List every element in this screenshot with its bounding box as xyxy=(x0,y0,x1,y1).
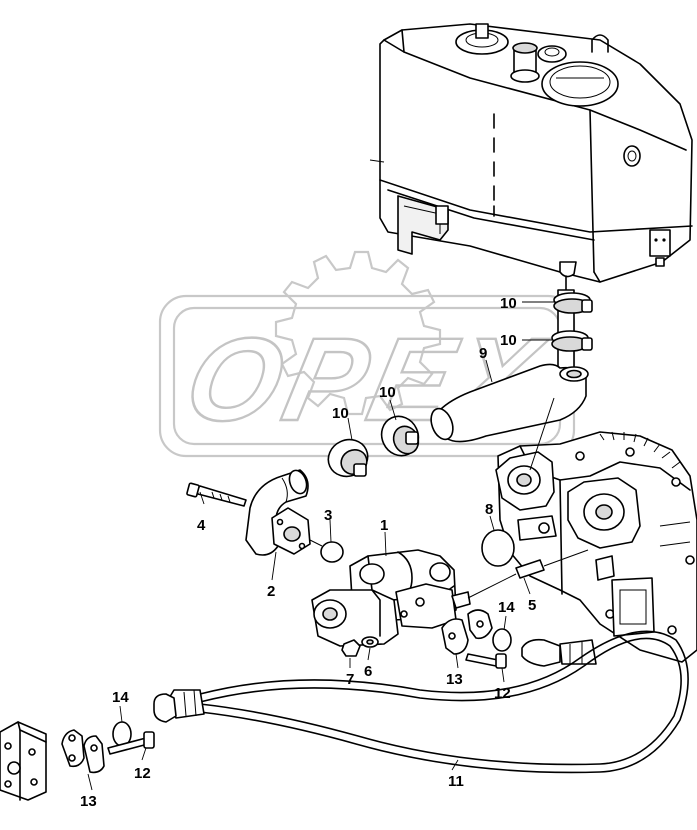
o-ring-8 xyxy=(481,529,515,567)
callout-6: 6 xyxy=(364,663,372,680)
hose-clamp-lower-tank xyxy=(551,330,593,352)
hose-fitting-right xyxy=(521,638,597,667)
callout-12-left: 12 xyxy=(134,765,151,782)
callout-13-left: 13 xyxy=(80,793,97,810)
o-ring-3 xyxy=(320,541,344,563)
split-flange-left xyxy=(61,729,105,774)
callout-13-right: 13 xyxy=(446,671,463,688)
callout-10-mid-left: 10 xyxy=(332,405,349,422)
pump-flange xyxy=(271,507,311,555)
hydraulic-tank xyxy=(369,23,693,291)
bolt-12-right xyxy=(465,653,507,669)
callout-7: 7 xyxy=(346,671,354,688)
callouts: 10 10 9 10 10 1 3 4 2 8 5 6 7 14 13 12 1… xyxy=(80,295,536,810)
callout-3: 3 xyxy=(324,507,332,524)
o-ring-14-right xyxy=(492,628,512,652)
bolt-12-left xyxy=(107,731,155,755)
callout-10-mid-right: 10 xyxy=(379,384,396,401)
callout-2: 2 xyxy=(267,583,275,600)
callout-10-tank-lower: 10 xyxy=(500,332,517,349)
callout-5: 5 xyxy=(528,597,536,614)
hydraulic-pump xyxy=(311,549,471,657)
callout-14-right: 14 xyxy=(498,599,515,616)
callout-14-left: 14 xyxy=(112,689,129,706)
hose-fitting-left xyxy=(153,689,205,723)
engine-housing xyxy=(495,431,697,663)
callout-1: 1 xyxy=(380,517,388,534)
pump-nut xyxy=(341,639,361,657)
valve-block xyxy=(0,721,47,801)
watermark-gear xyxy=(274,250,442,416)
elbow-hose xyxy=(245,469,309,556)
pressure-hose xyxy=(199,630,689,774)
callout-10-top: 10 xyxy=(500,295,517,312)
hose-clamp-mid-left xyxy=(327,438,369,478)
pump-washer xyxy=(361,636,379,648)
callout-9: 9 xyxy=(479,345,487,362)
hose-clamp-mid-right xyxy=(380,415,420,457)
leader-lines xyxy=(87,301,556,791)
hose-clamp-upper xyxy=(553,292,593,314)
callout-11: 11 xyxy=(448,773,464,790)
split-flange-right xyxy=(441,609,493,655)
callout-4: 4 xyxy=(197,517,206,534)
callout-12-right: 12 xyxy=(494,685,511,702)
shaft-coupling xyxy=(467,549,589,599)
callout-8: 8 xyxy=(485,501,493,518)
flange-bolt xyxy=(186,482,247,507)
